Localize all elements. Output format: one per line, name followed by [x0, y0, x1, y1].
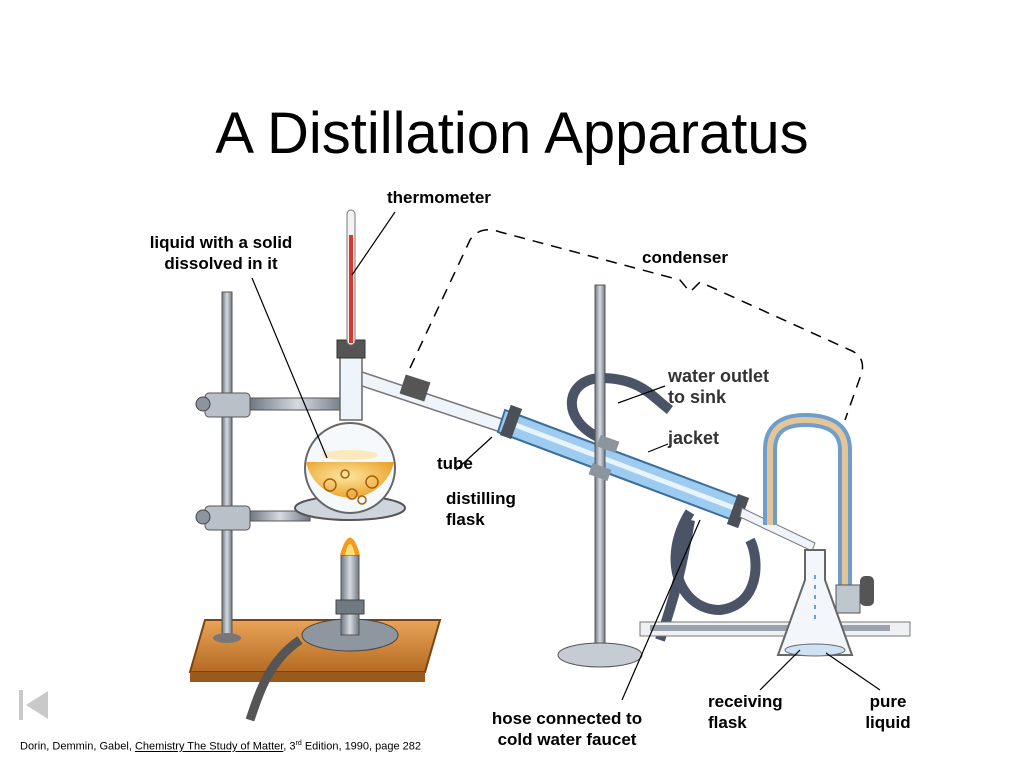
right-ring-stand — [557, 284, 643, 668]
label-distilling-line2: flask — [446, 510, 485, 529]
label-jacket: jacket — [668, 428, 719, 449]
receiving-flask — [776, 549, 854, 657]
label-hose: hose connected to cold water faucet — [476, 708, 658, 750]
label-pure-line2: liquid — [865, 713, 911, 732]
label-tube: tube — [437, 453, 473, 474]
label-receiving-flask: receiving flask — [708, 691, 783, 733]
condenser-brace — [409, 229, 864, 421]
label-liquid-line1: liquid with a solid — [149, 233, 293, 252]
label-liquid-line2: dissolved in it — [164, 254, 278, 273]
citation: Dorin, Demmin, Gabel, Chemistry The Stud… — [20, 740, 421, 753]
distilling-flask — [304, 339, 396, 514]
label-condenser-text: condenser — [642, 248, 728, 267]
label-hose-line2: cold water faucet — [497, 730, 637, 749]
label-jacket-text: jacket — [668, 428, 720, 448]
label-liquid-with-solid: liquid with a solid dissolved in it — [136, 232, 306, 274]
first-slide-icon[interactable] — [18, 689, 50, 721]
label-water-outlet-line1: water outlet — [668, 366, 770, 386]
thermometer — [346, 209, 356, 346]
label-pure-liquid: pure liquid — [858, 691, 918, 733]
label-hose-line1: hose connected to — [491, 709, 643, 728]
citation-authors: Dorin, Demmin, Gabel, — [20, 740, 132, 753]
label-tube-text: tube — [437, 454, 473, 473]
label-thermometer-text: thermometer — [387, 188, 491, 207]
label-pure-line1: pure — [869, 692, 907, 711]
label-water-outlet-line2: to sink — [668, 387, 727, 407]
left-ring-stand — [195, 291, 346, 643]
label-thermometer: thermometer — [387, 187, 491, 208]
label-water-outlet: water outlet to sink — [668, 366, 769, 408]
label-distilling-flask: distilling flask — [446, 488, 516, 530]
bunsen-burner — [245, 537, 399, 722]
label-distilling-line1: distilling — [446, 489, 516, 508]
side-arm-tube — [361, 370, 507, 433]
label-receiving-line2: flask — [708, 713, 747, 732]
citation-edition-sup: rd — [295, 740, 302, 747]
citation-edition-suffix: Edition, 1990, page 282 — [301, 740, 422, 753]
condenser — [496, 404, 816, 552]
slide-title: A Distillation Apparatus — [215, 101, 809, 166]
citation-edition-prefix: , 3 — [283, 740, 296, 753]
citation-book-link[interactable]: Chemistry The Study of Matter — [134, 740, 284, 753]
label-receiving-line1: receiving — [708, 692, 783, 711]
label-condenser: condenser — [642, 247, 728, 268]
label-leader-lines — [251, 211, 881, 701]
